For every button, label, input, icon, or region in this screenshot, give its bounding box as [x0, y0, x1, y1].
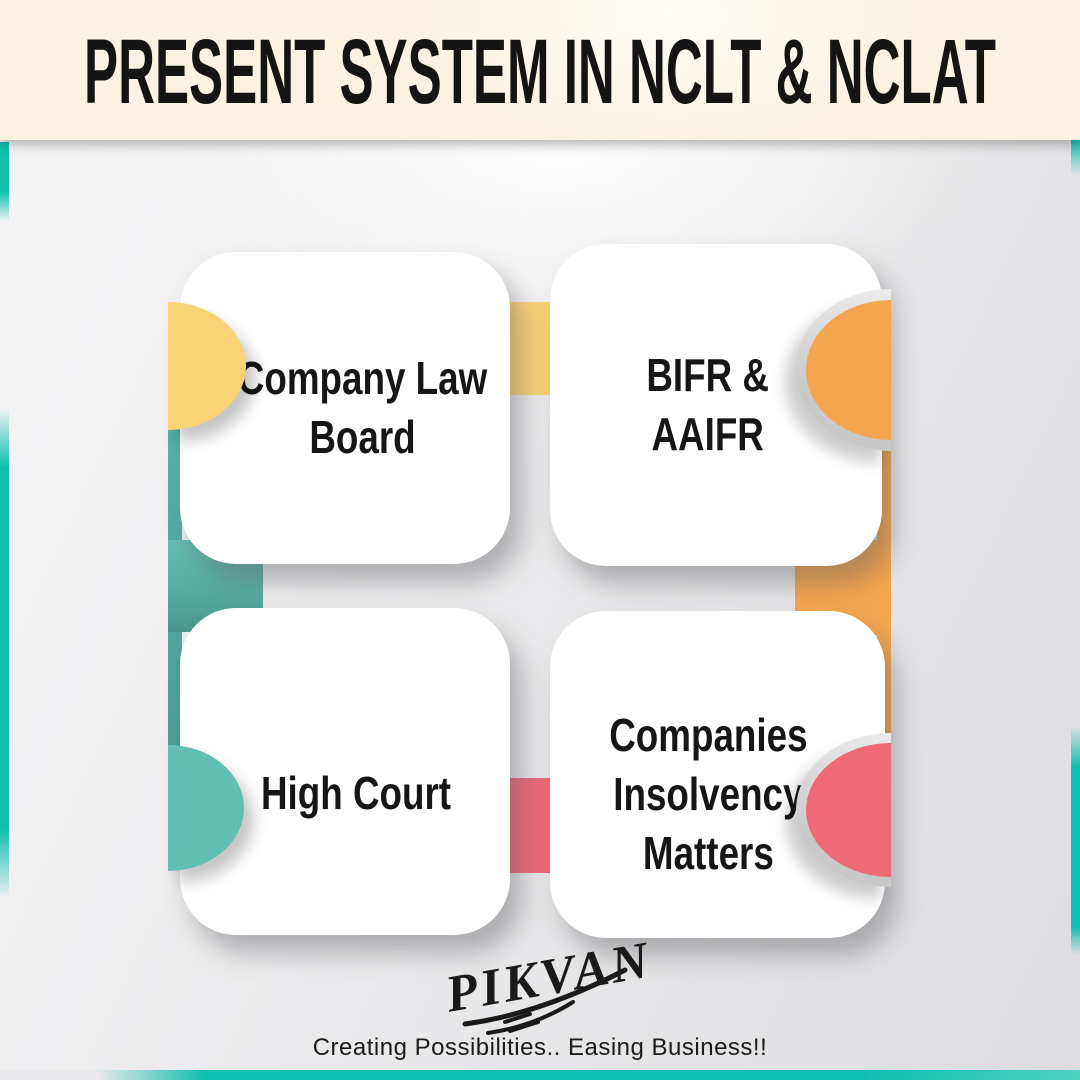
right-border-accent-top	[1071, 140, 1080, 176]
left-border-accent-middle	[0, 408, 9, 898]
signature-tick-2	[508, 1020, 540, 1033]
card-label-companies-insolvency-matters: Companies Insolvency Matters	[608, 709, 808, 879]
connector-red-bottom-gap	[505, 778, 557, 873]
accent-ring-orange	[795, 289, 891, 451]
accent-circle-orange	[806, 300, 891, 440]
right-border-accent-bottom	[1071, 726, 1080, 954]
left-border-accent-top	[0, 142, 9, 222]
card-label-high-court: High Court	[261, 767, 452, 820]
bottom-border-accent	[0, 1070, 1080, 1080]
card-company-law-board: Company Law Board	[180, 252, 510, 564]
brand-signature: PIKVAN	[440, 936, 656, 1035]
title-graphic: PRESENT SYSTEM IN NCLT & NCLAT	[84, 21, 996, 123]
header-band: PRESENT SYSTEM IN NCLT & NCLAT	[0, 0, 1080, 140]
brand-tagline: Creating Possibilities.. Easing Business…	[312, 1034, 768, 1061]
card-high-court: High Court	[180, 608, 510, 935]
signature-tick-1	[503, 1012, 532, 1024]
card-label-bifr-aaifr: BIFR & AAIFR	[646, 349, 770, 460]
page-title: PRESENT SYSTEM IN NCLT & NCLAT	[84, 21, 996, 123]
diagram-canvas	[0, 140, 1080, 1070]
signature-text: PIKVAN	[440, 936, 655, 1024]
accent-circle-pink	[806, 743, 891, 877]
signature-underline-long	[462, 967, 628, 1027]
card-label-company-law-board: Company Law Board	[237, 352, 488, 463]
connector-yellow-top-gap	[505, 302, 557, 395]
